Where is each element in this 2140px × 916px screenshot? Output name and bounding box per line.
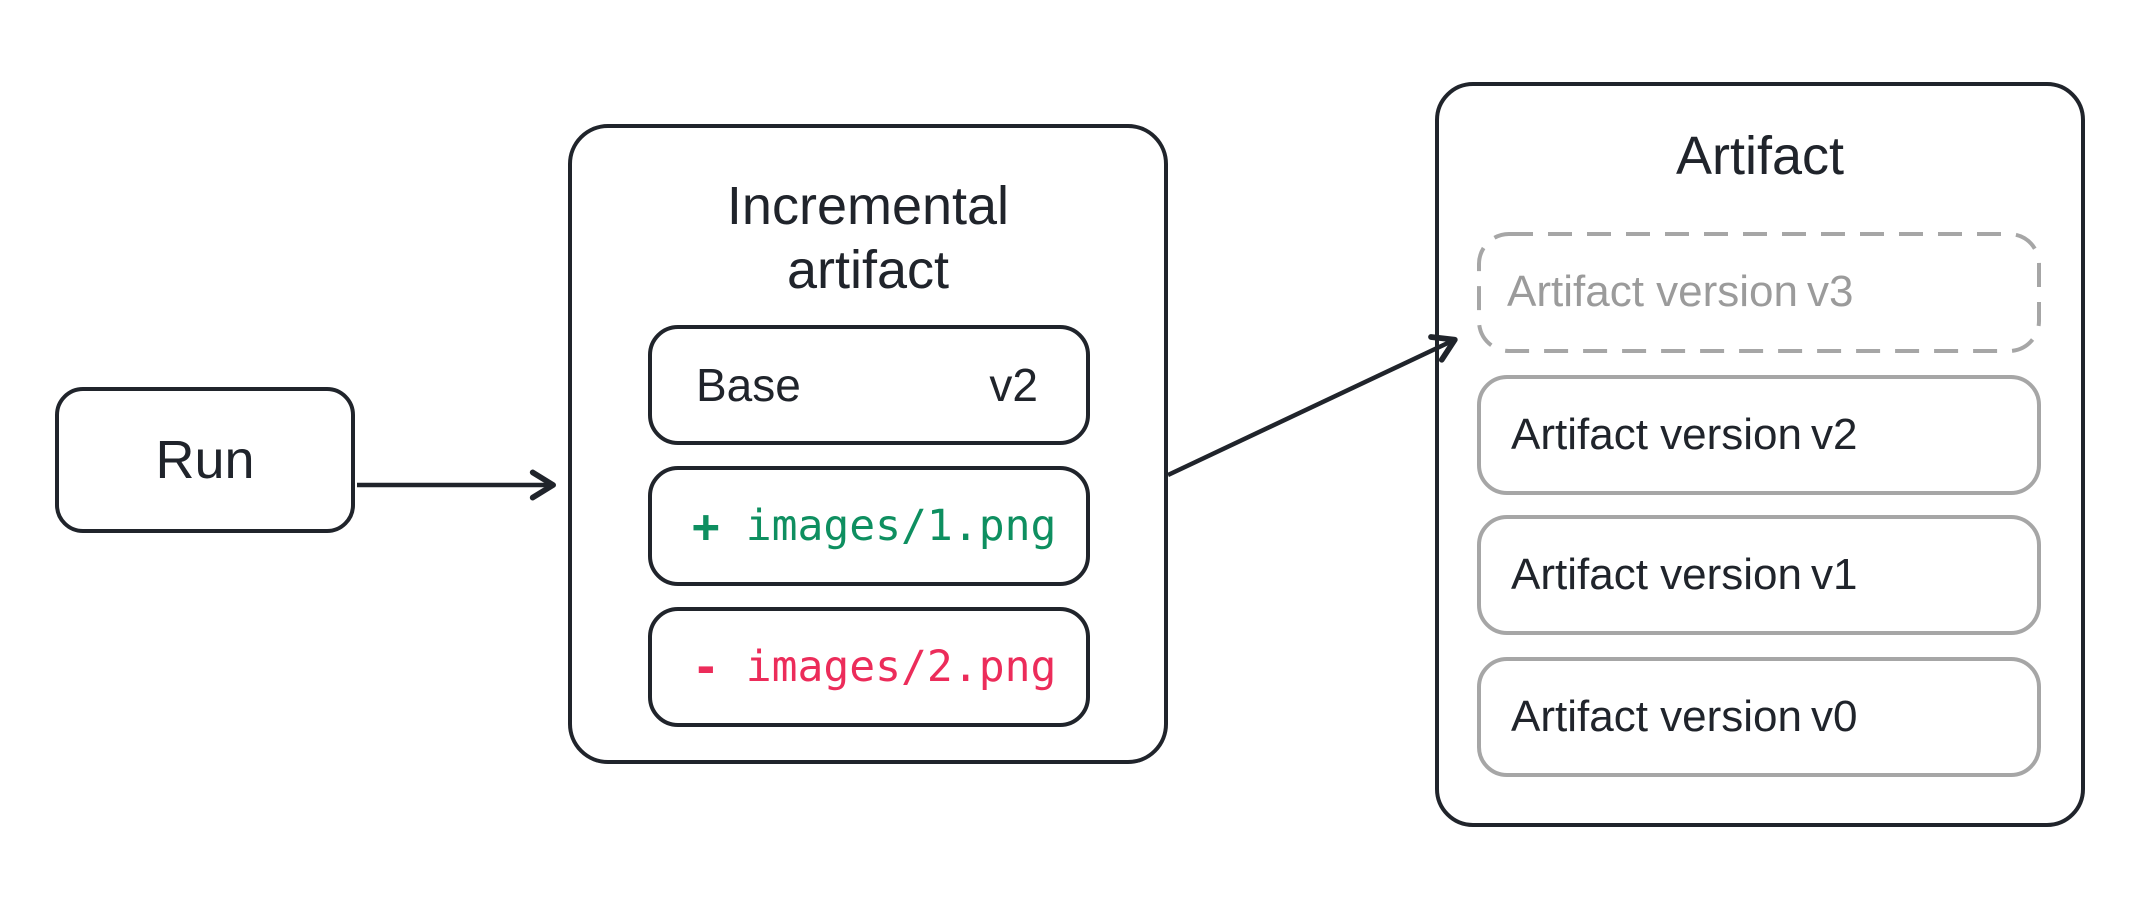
artifact-version-label: Artifact version: [1511, 692, 1802, 741]
artifact-version-pill-v0: Artifact version v0: [1477, 657, 2041, 777]
removed-file-path: images/2.png: [745, 642, 1057, 692]
artifact-version-label: Artifact version: [1511, 550, 1802, 599]
removed-file-pill: - images/2.png: [648, 607, 1090, 727]
artifact-title: Artifact: [1675, 126, 1845, 186]
artifact-version-pill-pending-v3: Artifact version v3: [1477, 232, 2041, 352]
incremental-artifact-title: Incremental artifact: [726, 176, 1010, 300]
artifact-box: Artifact Artifact version v3 Artifact ve…: [1435, 82, 2085, 827]
artifact-version-badge: v3: [1807, 267, 1854, 316]
artifact-version-badge: v1: [1811, 550, 1858, 599]
incremental-artifact-box: Incremental artifact Base v2 + images/1.…: [568, 124, 1168, 764]
base-label: Base: [696, 359, 801, 411]
artifact-version-label: Artifact version: [1507, 267, 1798, 316]
artifact-version-badge: v2: [1811, 410, 1858, 459]
minus-icon: -: [692, 640, 720, 694]
artifact-version-badge: v0: [1811, 692, 1858, 741]
artifact-version-pill-v1: Artifact version v1: [1477, 515, 2041, 635]
base-version-badge: v2: [989, 359, 1038, 411]
plus-icon: +: [692, 499, 720, 553]
arrow-incremental-to-artifact: [1167, 334, 1458, 478]
artifact-version-pill-v2: Artifact version v2: [1477, 375, 2041, 495]
added-file-pill: + images/1.png: [648, 466, 1090, 586]
run-label: Run: [155, 430, 255, 490]
artifact-version-label: Artifact version: [1511, 410, 1802, 459]
base-version-pill: Base v2: [648, 325, 1090, 445]
run-node: Run: [55, 387, 355, 533]
added-file-path: images/1.png: [745, 501, 1057, 551]
